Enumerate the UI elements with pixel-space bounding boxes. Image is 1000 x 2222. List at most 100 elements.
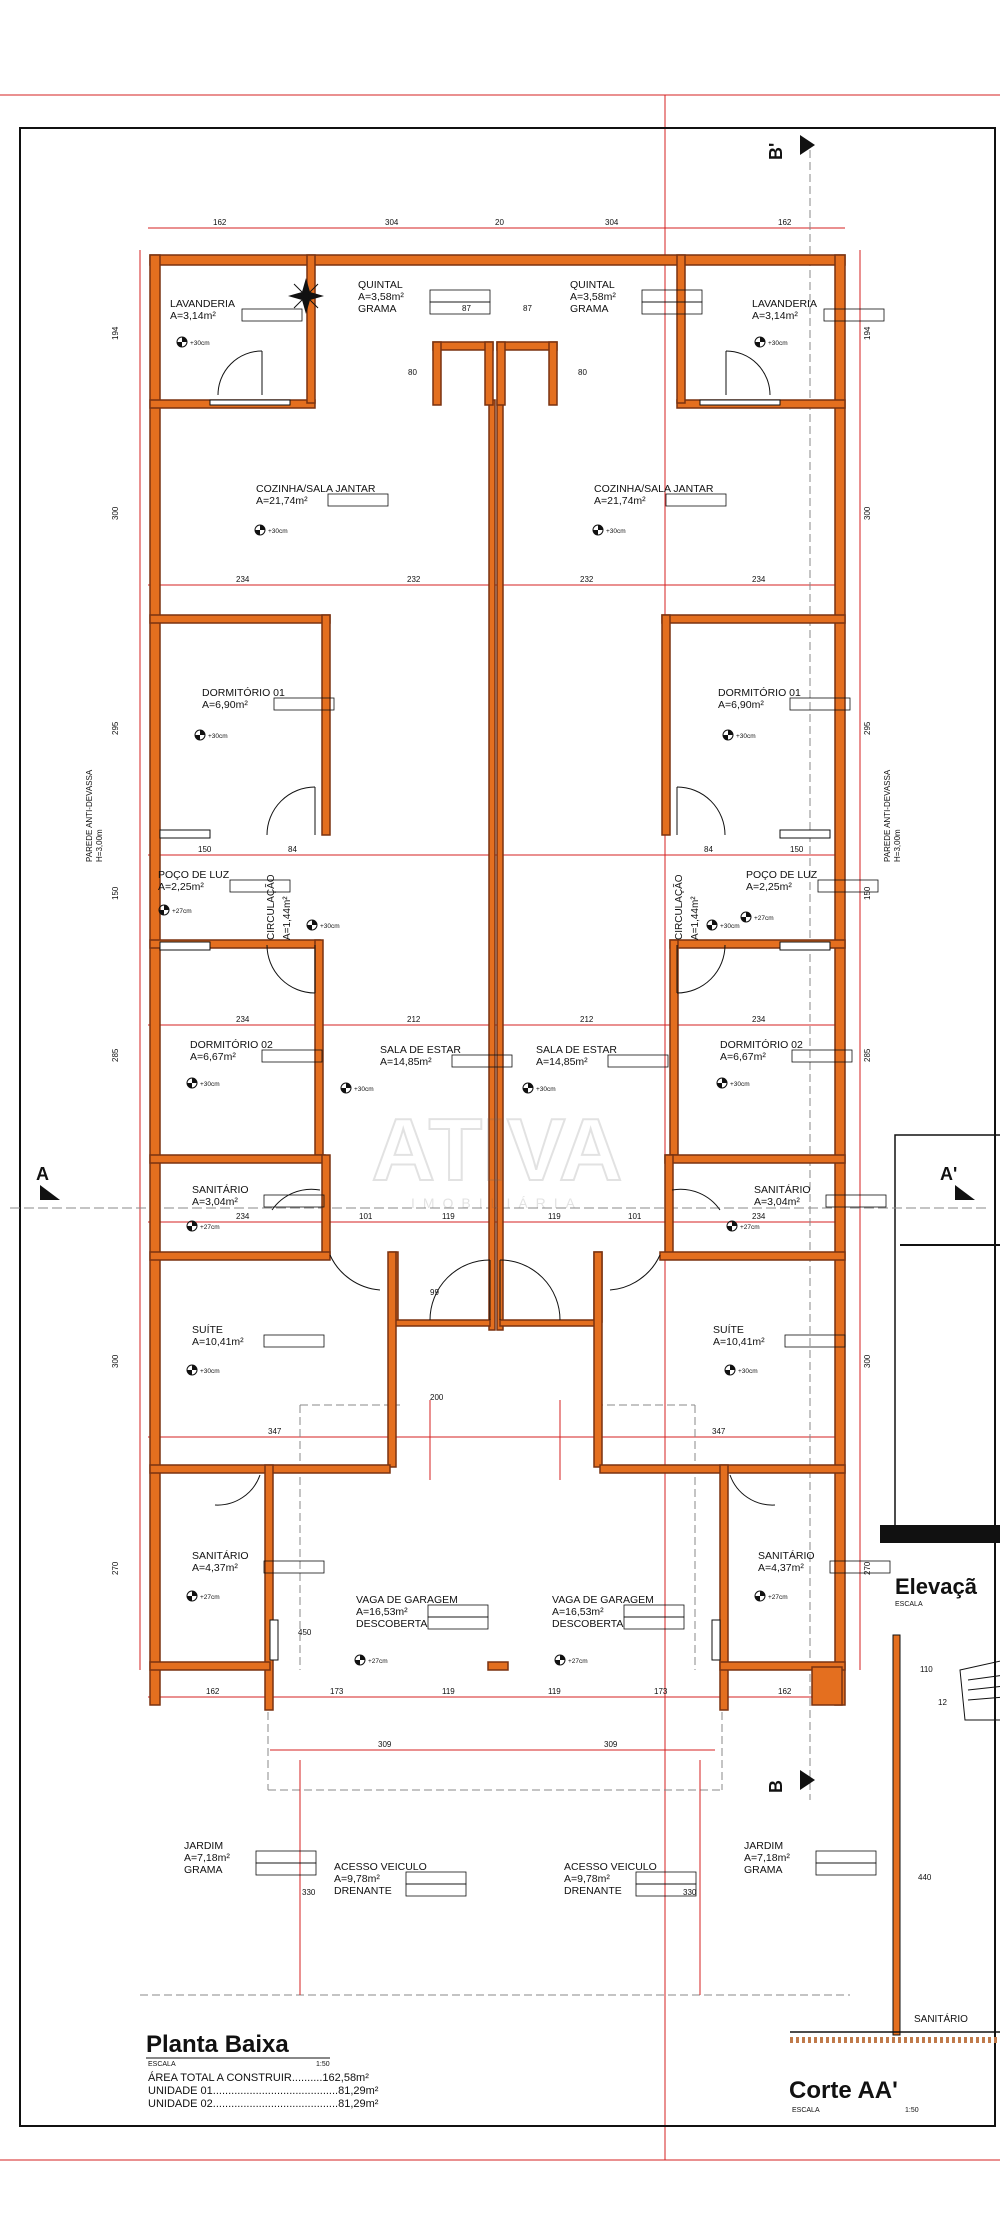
dim-row6_119_l: 119 bbox=[442, 1687, 455, 1696]
room-finish-quintal_l: GRAMA bbox=[358, 303, 397, 315]
dim-row2_150_l: 150 bbox=[198, 845, 212, 854]
level-text-suite_r: +30cm bbox=[738, 1368, 758, 1375]
dim-v_300b_r: 300 bbox=[863, 1354, 872, 1368]
room-name-circ_r: CIRCULAÇÃO bbox=[672, 874, 685, 940]
room-name-dorm1_r: DORMITÓRIO 01 bbox=[718, 686, 801, 699]
level-text-cozinha_l: +30cm bbox=[268, 528, 288, 535]
dim-row6_119_r: 119 bbox=[548, 1687, 561, 1696]
unidade1-text: UNIDADE 01..............................… bbox=[148, 2085, 379, 2097]
level-text-poco_r: +27cm bbox=[754, 915, 774, 922]
label-box bbox=[273, 697, 335, 711]
unidade2-text: UNIDADE 02..............................… bbox=[148, 2098, 379, 2110]
section-b-bottom: B bbox=[766, 1780, 786, 1793]
room-finish-acesso_l: DRENANTE bbox=[334, 1885, 392, 1897]
level-marker-fill bbox=[355, 1655, 365, 1665]
label-box bbox=[607, 1054, 669, 1068]
wall-segment bbox=[149, 254, 846, 266]
corte-scale: ESCALA bbox=[792, 2107, 820, 2114]
dim-row4_119_l: 119 bbox=[442, 1212, 455, 1221]
dim-row6_162_l: 162 bbox=[206, 1687, 220, 1696]
dim-v_194_r: 194 bbox=[863, 326, 872, 340]
dim-v_194_l: 194 bbox=[111, 326, 120, 340]
wall-segment bbox=[661, 614, 846, 624]
dim-row4_234_l: 234 bbox=[236, 1212, 250, 1221]
room-finish-jardim_l: GRAMA bbox=[184, 1864, 223, 1876]
dim-v_270_l: 270 bbox=[111, 1561, 120, 1575]
watermark-brand: ATIVA bbox=[372, 1100, 623, 1199]
wall-segment bbox=[314, 939, 324, 1156]
dim-row3_234_l: 234 bbox=[236, 1015, 250, 1024]
corte-title: Corte AA' bbox=[789, 2077, 898, 2104]
room-name-cozinha_l: COZINHA/SALA JANTAR bbox=[256, 483, 376, 495]
wall-segment bbox=[719, 1661, 846, 1671]
room-finish-garagem_r: DESCOBERTA bbox=[552, 1618, 623, 1630]
watermark-sub: IMOBILIÁRIA bbox=[411, 1195, 583, 1211]
dim-q_80_r: 80 bbox=[578, 368, 587, 377]
wall-segment bbox=[499, 1319, 601, 1327]
dim-row7_309_l: 309 bbox=[378, 1740, 392, 1749]
level-marker-fill bbox=[523, 1083, 533, 1093]
room-name-quintal_l: QUINTAL bbox=[358, 279, 403, 291]
wall-segment bbox=[432, 341, 442, 406]
dim-top_304_l: 304 bbox=[385, 218, 399, 227]
room-area-quintal_l: A=3,58m² bbox=[358, 291, 404, 303]
room-name-poco_r: POÇO DE LUZ bbox=[746, 869, 818, 881]
dim-top_20: 20 bbox=[495, 218, 504, 227]
wall-segment bbox=[149, 1154, 326, 1164]
level-marker-fill bbox=[195, 730, 205, 740]
planta-scale-value: 1:50 bbox=[316, 2061, 330, 2068]
room-name-jardim_r: JARDIM bbox=[744, 1840, 783, 1852]
level-marker-fill bbox=[755, 337, 765, 347]
level-marker-fill bbox=[307, 920, 317, 930]
room-area-dorm1_r: A=6,90m² bbox=[718, 699, 764, 711]
corte-room-label: SANITÁRIO bbox=[914, 2012, 968, 2025]
level-marker-fill bbox=[717, 1078, 727, 1088]
dim-j_330: 330 bbox=[302, 1888, 316, 1897]
dim-v_300b_l: 300 bbox=[111, 1354, 120, 1368]
side-notes: PAREDE ANTI-DEVASSA H=3,00m PAREDE ANTI-… bbox=[85, 769, 902, 862]
wall-segment bbox=[149, 1251, 331, 1261]
titles: Planta Baixa ESCALA 1:50 ÁREA TOTAL A CO… bbox=[146, 1574, 978, 2114]
level-marker-fill bbox=[755, 1591, 765, 1601]
left-height-note: H=3,00m bbox=[95, 829, 104, 862]
sheet-border bbox=[0, 94, 1000, 2161]
room-area-san2_l: A=4,37m² bbox=[192, 1562, 238, 1574]
corte-scale-value: 1:50 bbox=[905, 2107, 919, 2114]
label-box bbox=[229, 879, 291, 893]
dim-v_285_r: 285 bbox=[863, 1048, 872, 1062]
dim-c_200: 200 bbox=[430, 1393, 444, 1402]
label-box bbox=[429, 301, 491, 315]
wall-segment bbox=[306, 254, 316, 404]
room-finish-jardim_r: GRAMA bbox=[744, 1864, 783, 1876]
right-wall-note: PAREDE ANTI-DEVASSA bbox=[883, 769, 892, 862]
wall-segment bbox=[834, 254, 846, 1706]
room-finish-quintal_r: GRAMA bbox=[570, 303, 609, 315]
wall-segment bbox=[487, 1661, 509, 1671]
dim-c_99: 99 bbox=[430, 1288, 439, 1297]
room-name-san2_r: SANITÁRIO bbox=[758, 1549, 815, 1562]
room-labels: LAVANDERIAA=3,14m²LAVANDERIAA=3,14m²QUIN… bbox=[158, 279, 891, 1897]
plan-frame bbox=[19, 127, 996, 2127]
wall-segment bbox=[659, 1251, 846, 1261]
north-arrow-icon bbox=[288, 278, 324, 314]
section-marker-icons bbox=[40, 135, 975, 1790]
label-box bbox=[789, 697, 851, 711]
room-name-acesso_l: ACESSO VEICULO bbox=[334, 1861, 427, 1873]
dim-row1_232_r: 232 bbox=[580, 575, 594, 584]
wall-segment bbox=[496, 341, 506, 406]
dim-g_450: 450 bbox=[298, 1628, 312, 1637]
label-box bbox=[815, 1862, 877, 1876]
label-box bbox=[427, 1616, 489, 1630]
level-text-san1_r: +27cm bbox=[740, 1224, 760, 1231]
dim-top_162_l: 162 bbox=[213, 218, 227, 227]
dim-v_270_r: 270 bbox=[863, 1561, 872, 1575]
label-box bbox=[635, 1883, 697, 1897]
dim-q_87_r: 87 bbox=[523, 304, 532, 313]
room-finish-garagem_l: DESCOBERTA bbox=[356, 1618, 427, 1630]
label-box bbox=[261, 1049, 323, 1063]
label-box bbox=[641, 301, 703, 315]
room-name-san1_r: SANITÁRIO bbox=[754, 1183, 811, 1196]
level-marker-fill bbox=[707, 920, 717, 930]
wall-segment bbox=[593, 1251, 603, 1468]
elevacao-scale: ESCALA bbox=[895, 1601, 923, 1608]
